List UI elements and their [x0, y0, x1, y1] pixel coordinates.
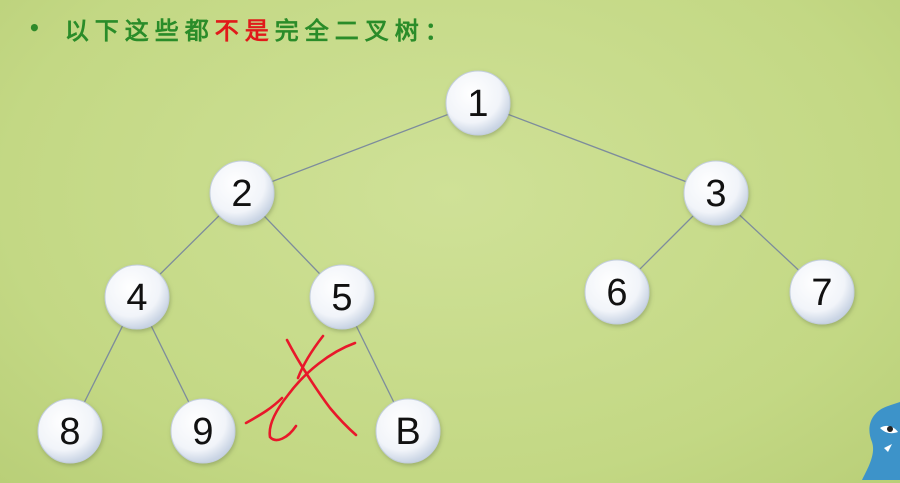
node-circle	[584, 259, 650, 325]
tree-node-2: 2	[209, 160, 275, 226]
node-label: 7	[811, 272, 832, 314]
node-circle	[209, 160, 275, 226]
node-label: B	[395, 411, 420, 453]
mascot-decoration	[858, 398, 900, 483]
edge-n1-n2	[241, 102, 479, 194]
node-label: 6	[606, 272, 627, 314]
node-circle	[37, 398, 103, 464]
tree-nodes: 1 2 3 4 5 6 7 8 9 B	[37, 70, 855, 464]
node-label: 4	[126, 277, 147, 319]
node-circle	[375, 398, 441, 464]
node-circle	[170, 398, 236, 464]
cross-stroke-2	[268, 341, 357, 442]
heading-text-part3: 完全二叉树：	[274, 16, 455, 45]
tree-node-1: 1	[445, 70, 511, 136]
tree-node-3: 3	[683, 160, 749, 226]
node-label: 8	[59, 411, 80, 453]
node-circle	[104, 264, 170, 330]
slide-heading: • 以下这些都 不是 完全二叉树：	[28, 10, 455, 46]
cross-stroke-4	[296, 334, 325, 380]
bullet-icon: •	[28, 16, 41, 40]
tree-node-6: 6	[584, 259, 650, 325]
tree-node-9: 9	[170, 398, 236, 464]
node-circle	[683, 160, 749, 226]
node-circle	[789, 259, 855, 325]
node-circle	[309, 264, 375, 330]
tree-node-4: 4	[104, 264, 170, 330]
node-label: 2	[231, 173, 252, 215]
node-label: 9	[192, 411, 213, 453]
tree-node-7: 7	[789, 259, 855, 325]
node-label: 1	[467, 83, 488, 125]
heading-text-emphasis: 不是	[214, 16, 275, 45]
cross-stroke-1	[285, 338, 358, 437]
node-circle	[445, 70, 511, 136]
tree-edges	[69, 102, 823, 432]
node-label: 5	[331, 277, 352, 319]
tree-node-5: 5	[309, 264, 375, 330]
heading-text-part1: 以下这些都	[64, 16, 215, 45]
tree-node-B: B	[375, 398, 441, 464]
node-label: 3	[705, 173, 726, 215]
edge-n1-n3	[477, 102, 717, 194]
tree-node-8: 8	[37, 398, 103, 464]
red-cross-annotation	[244, 334, 358, 442]
cross-stroke-3	[244, 396, 284, 425]
